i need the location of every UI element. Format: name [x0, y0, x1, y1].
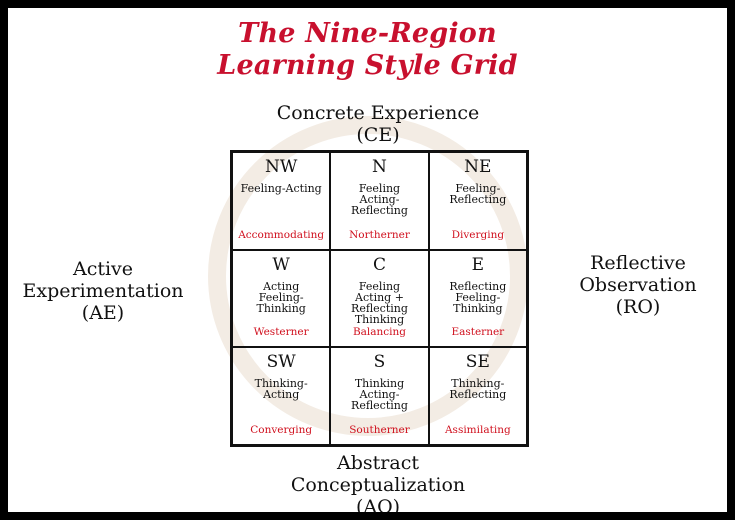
- region-description-line: Feeling: [358, 279, 401, 293]
- region-description-line: Feeling: [358, 182, 401, 195]
- region-description-line: Thinking: [354, 312, 405, 326]
- axis-right-line-3: (RO): [615, 296, 661, 318]
- axis-bottom-line-2: Conceptualization: [290, 474, 466, 496]
- region-description-line: Acting-: [359, 388, 400, 402]
- region-style-label: Diverging: [451, 228, 505, 241]
- region-style-label: Easterner: [451, 326, 505, 339]
- axis-left-line-3: (AE): [81, 302, 125, 324]
- axis-left-line-1: Active: [72, 258, 134, 280]
- title-line-1: The Nine-Region: [238, 18, 497, 49]
- region-code: NW: [264, 157, 298, 177]
- diagram-canvas: The Nine-Region Learning Style Grid Conc…: [8, 8, 727, 512]
- region-description-line: Thinking-: [451, 377, 505, 391]
- region-description: Feeling-Acting: [237, 183, 325, 194]
- axis-bottom-line-1: Abstract: [337, 452, 419, 474]
- region-style-label: Balancing: [352, 326, 407, 339]
- axis-top-line-2: (CE): [356, 124, 400, 146]
- axis-label-bottom: Abstract Conceptualization (AO): [208, 452, 548, 512]
- region-description-line: Feeling-: [258, 290, 304, 304]
- region-style-label: Northerner: [349, 228, 410, 241]
- region-code: SE: [465, 352, 490, 373]
- axis-right-line-1: Reflective: [590, 252, 686, 274]
- region-code: E: [471, 254, 485, 275]
- region-description-line: Acting-: [359, 193, 400, 206]
- region-description-line: Reflecting: [449, 279, 507, 293]
- axis-label-right: Reflective Observation (RO): [543, 252, 727, 318]
- region-description-line: Thinking: [256, 301, 306, 315]
- region-description-line: Reflecting: [351, 204, 408, 217]
- region-description-line: Thinking: [354, 377, 405, 391]
- region-code: C: [372, 254, 386, 275]
- region-description-line: Reflecting: [449, 193, 507, 206]
- region-code: NE: [464, 157, 492, 177]
- region-description-line: Reflecting: [449, 388, 507, 402]
- region-description-line: Reflecting: [351, 301, 408, 315]
- region-description-line: Acting +: [355, 290, 404, 304]
- region-style-label: Assimilating: [444, 423, 511, 436]
- region-description-line: Thinking: [453, 301, 503, 315]
- axis-label-top: Concrete Experience (CE): [208, 102, 548, 146]
- region-description-line: Acting: [263, 279, 300, 293]
- axis-right-line-2: Observation: [579, 274, 697, 296]
- region-code: SW: [266, 352, 296, 373]
- axis-label-left: Active Experimentation (AE): [8, 258, 198, 324]
- region-description-line: Thinking-: [254, 377, 308, 391]
- region-description-line: Feeling-: [455, 182, 501, 195]
- region-description-line: Feeling-Acting: [240, 182, 322, 195]
- region-style-label: Westerner: [253, 326, 309, 339]
- axis-left-line-2: Experimentation: [22, 280, 184, 302]
- region-style-label: Southerner: [349, 423, 410, 436]
- region-style-label: Accommodating: [238, 228, 325, 241]
- region-code: W: [272, 254, 290, 275]
- region-description: Thinking-Reflecting: [434, 378, 522, 400]
- region-description: Thinking-Acting: [237, 378, 325, 400]
- axis-bottom-line-3: (AO): [355, 496, 401, 512]
- region-style-label: Converging: [250, 423, 313, 436]
- title-line-2: Learning Style Grid: [217, 50, 518, 81]
- axis-top-line-1: Concrete Experience: [276, 102, 480, 124]
- region-description: Feeling-Reflecting: [434, 183, 522, 205]
- region-description-line: Acting: [263, 388, 300, 402]
- region-code: N: [372, 157, 387, 177]
- region-description-line: Reflecting: [351, 399, 408, 413]
- region-description-line: Feeling-: [455, 290, 501, 304]
- region-code: S: [373, 352, 386, 373]
